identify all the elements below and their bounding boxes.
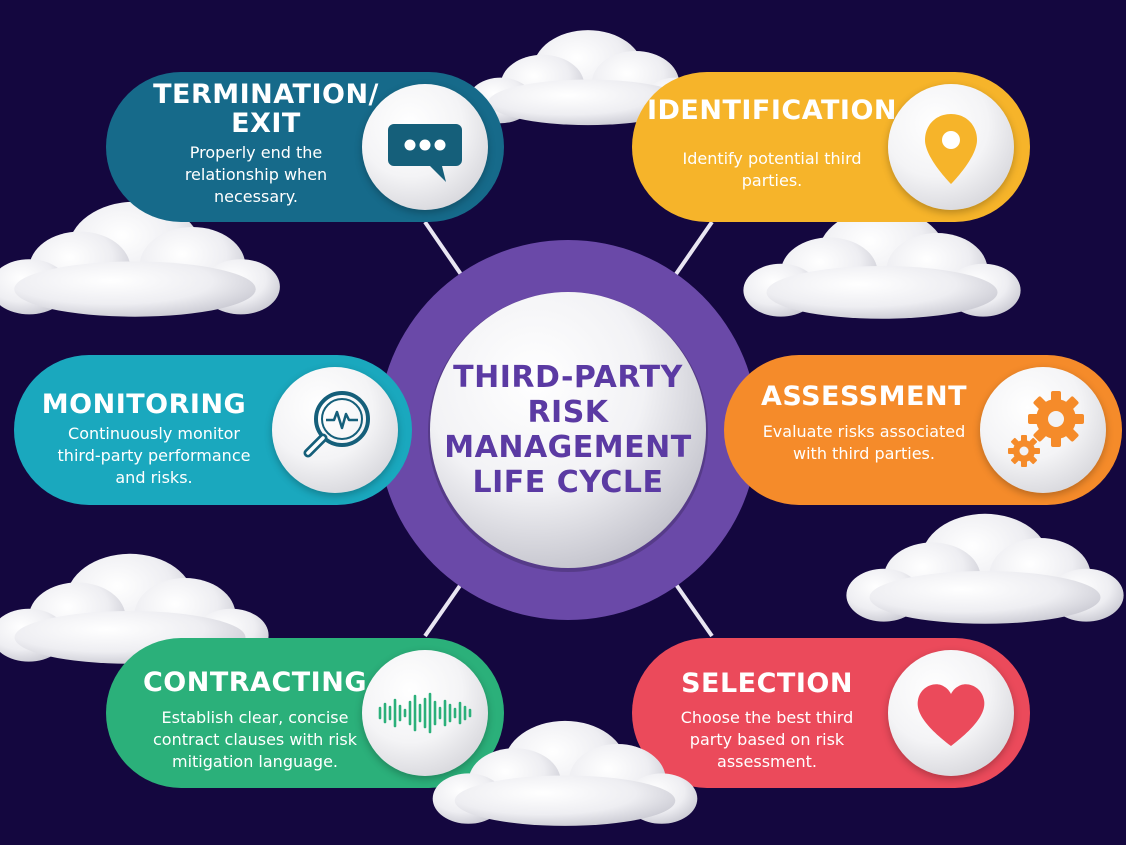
icon-badge — [888, 650, 1014, 776]
hub-sphere — [430, 292, 706, 568]
cloud-right-upper — [743, 208, 1021, 319]
stage-monitoring: MONITORING Continuously monitor third-pa… — [14, 355, 412, 505]
stage-description: Continuously monitor third-party perform… — [57, 424, 251, 487]
cloud-right-lower — [846, 513, 1124, 624]
stage-description: Evaluate risks associated with third par… — [762, 422, 966, 463]
stage-title: CONTRACTING — [142, 667, 367, 698]
heart-icon — [917, 684, 985, 746]
stage-title: ASSESSMENT — [760, 381, 968, 412]
icon-badge — [980, 367, 1106, 493]
cycle-title-line: THIRD-PARTY — [453, 360, 683, 395]
location-pin-icon — [925, 114, 977, 184]
stage-title: MONITORING — [41, 389, 247, 420]
stage-description: Choose the best third party based on ris… — [680, 708, 854, 771]
gears-icon — [1008, 391, 1084, 467]
icon-badge — [272, 367, 398, 493]
stage-selection: SELECTION Choose the best third party ba… — [632, 638, 1030, 788]
magnifier-pulse-icon — [303, 391, 370, 458]
stage-termination: TERMINATION/ EXIT Properly end the relat… — [106, 72, 504, 222]
stage-assessment: ASSESSMENT Evaluate risks associated wit… — [724, 355, 1122, 505]
stage-contracting: CONTRACTING Establish clear, concise con… — [106, 638, 504, 788]
stage-title: TERMINATION/ EXIT — [153, 79, 379, 139]
stage-identification: IDENTIFICATION Identify potential third … — [632, 72, 1030, 222]
icon-badge — [362, 84, 488, 210]
stage-title: SELECTION — [681, 668, 853, 699]
stage-description: Properly end the relationship when neces… — [184, 143, 328, 206]
icon-badge — [362, 650, 488, 776]
chat-bubble-icon — [388, 124, 462, 182]
sound-wave-icon — [378, 692, 472, 734]
cycle-title-line: RISK — [527, 395, 609, 430]
cycle-title: THIRD-PARTY RISK MANAGEMENT LIFE CYCLE — [438, 360, 698, 500]
cycle-title-line: MANAGEMENT — [444, 430, 692, 465]
icon-badge — [888, 84, 1014, 210]
cycle-title-line: LIFE CYCLE — [472, 465, 664, 500]
stage-description: Identify potential third parties. — [682, 149, 862, 190]
stage-title: IDENTIFICATION — [646, 95, 898, 126]
stage-description: Establish clear, concise contract clause… — [153, 708, 357, 771]
